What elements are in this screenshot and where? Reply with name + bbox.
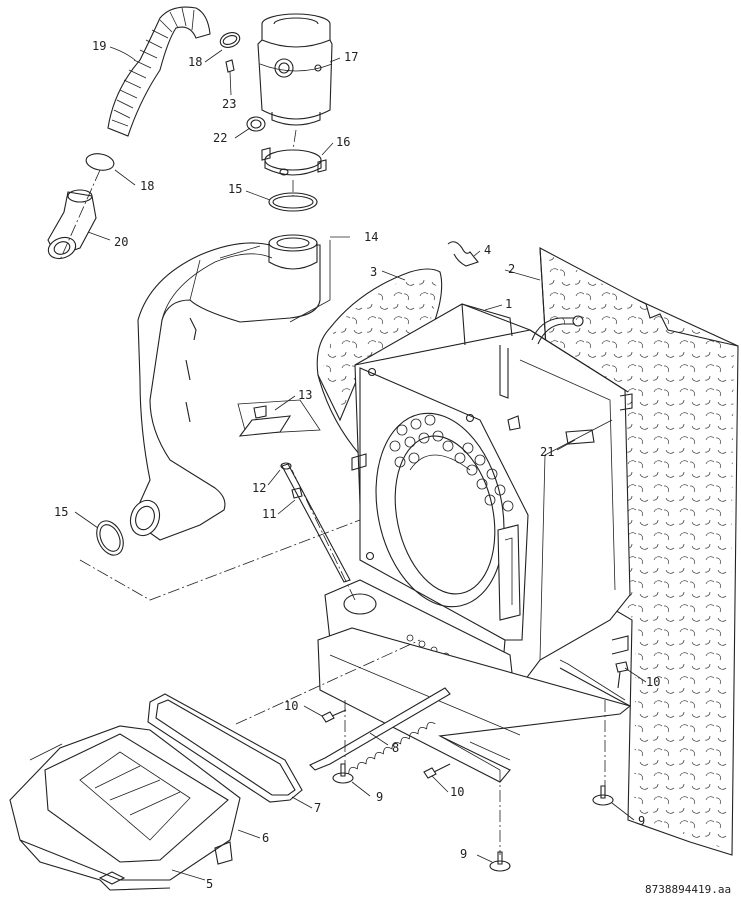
- callout-13: 13: [298, 388, 312, 402]
- callout-labels: 1 2 3 4 5 6 7 8 9 9 9 10 10 10 11 12 13 …: [54, 39, 731, 896]
- callout-10b: 10: [284, 699, 298, 713]
- callout-15b: 15: [54, 505, 68, 519]
- callout-7: 7: [314, 801, 321, 815]
- inspection-plate: [237, 399, 321, 437]
- callout-6: 6: [262, 831, 269, 845]
- retaining-clip: [447, 241, 479, 267]
- callout-2: 2: [508, 262, 515, 276]
- callout-14: 14: [364, 230, 378, 244]
- callout-5: 5: [206, 877, 213, 891]
- drawing-number: 8738894419.aa: [645, 883, 731, 896]
- air-intake-duct: [129, 234, 321, 541]
- flue-adapter: [257, 13, 333, 126]
- seal-rings: [96, 192, 318, 556]
- callout-9b: 9: [638, 814, 645, 828]
- screws: [321, 661, 629, 779]
- callout-9a: 9: [376, 790, 383, 804]
- adjustable-feet: [332, 763, 614, 872]
- temperature-probe: [507, 415, 595, 445]
- pipe-clamp: [261, 147, 327, 176]
- burner-hood: [9, 725, 241, 891]
- callout-22: 22: [213, 131, 227, 145]
- flexible-hose: [107, 6, 211, 137]
- callout-15a: 15: [228, 182, 242, 196]
- callout-8: 8: [392, 741, 399, 755]
- callout-18a: 18: [188, 55, 202, 69]
- callout-3: 3: [370, 265, 377, 279]
- sensor-rod: [280, 462, 351, 583]
- burner-gasket: [147, 693, 303, 803]
- callout-1: 1: [505, 297, 512, 311]
- hose-connector: [47, 189, 97, 260]
- base-frame: [317, 627, 632, 783]
- callout-10a: 10: [646, 675, 660, 689]
- callout-9c: 9: [460, 847, 467, 861]
- heat-exchanger-block: [324, 303, 633, 729]
- callout-17: 17: [344, 50, 358, 64]
- callout-21: 21: [540, 445, 554, 459]
- callout-23: 23: [222, 97, 236, 111]
- assembly-centerlines: [59, 129, 606, 855]
- callout-16: 16: [336, 135, 350, 149]
- callout-18b: 18: [140, 179, 154, 193]
- callout-10c: 10: [450, 785, 464, 799]
- callout-20: 20: [114, 235, 128, 249]
- callout-19: 19: [92, 39, 106, 53]
- leader-lines: [74, 46, 647, 881]
- callout-12: 12: [252, 481, 266, 495]
- small-seals: [85, 32, 266, 171]
- callout-4: 4: [484, 243, 491, 257]
- callout-11: 11: [262, 507, 276, 521]
- side-insulation-cushion: [316, 268, 443, 456]
